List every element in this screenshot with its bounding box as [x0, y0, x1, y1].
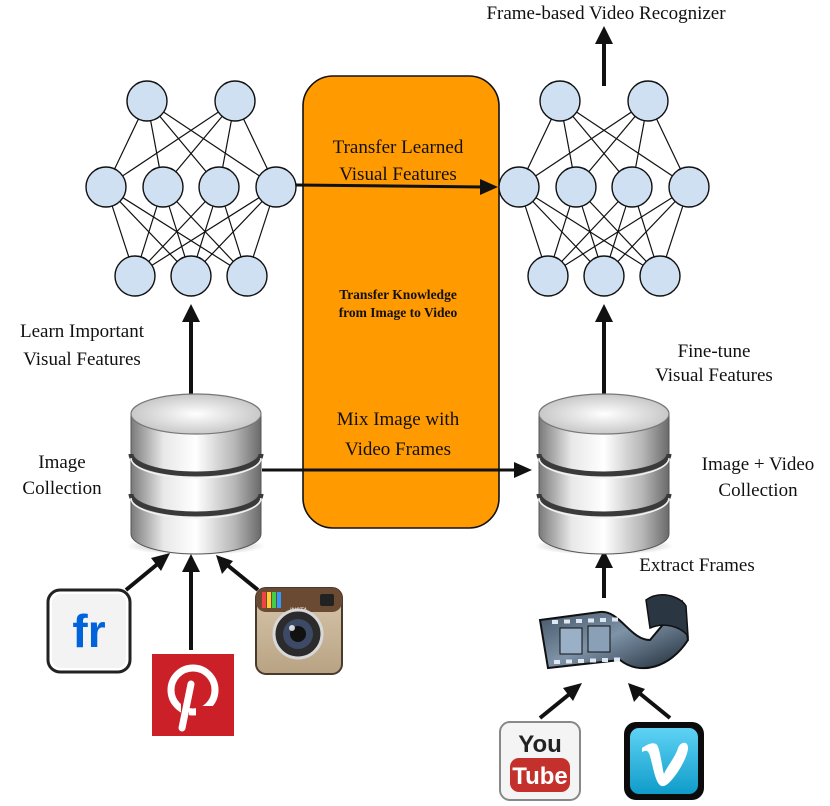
right-neural-network: [498, 80, 710, 297]
extract-frames-arrow: [595, 550, 613, 598]
right-network-node: [555, 166, 597, 208]
right-network-edge: [518, 100, 649, 188]
instagram-logo-icon: INSTA: [255, 587, 343, 675]
image-collection-label-2: Collection: [22, 478, 102, 499]
transfer-features-arrow: [295, 179, 498, 195]
vimeo-logo-icon: [624, 722, 704, 800]
transfer-knowledge-label-2: from Image to Video: [339, 305, 458, 320]
image-collection-db-body: [130, 413, 262, 555]
finetune-features-arrow: [595, 304, 613, 398]
pinterest-logo-icon: [152, 654, 234, 736]
right-network-node: [539, 80, 581, 122]
right-network-edges: [518, 100, 690, 277]
mix-frames-arrow: [262, 462, 532, 478]
film-perforation: [590, 658, 596, 663]
image-collection-db-band: [128, 493, 264, 517]
right-network-edge: [559, 100, 690, 188]
youtube-logo-you: You: [518, 731, 562, 758]
learn-features-arrow: [182, 304, 200, 398]
film-perforation: [614, 657, 620, 662]
image-video-db-band: [536, 493, 672, 517]
mix-label-1: Mix Image with: [337, 409, 460, 430]
flickr-logo-text: fr: [72, 605, 105, 657]
image-collection-db-top: [130, 393, 262, 435]
image-collection-db-band-highlight: [130, 457, 262, 479]
film-perforation: [578, 659, 584, 663]
right-network-node: [583, 255, 625, 297]
left-network-node: [85, 166, 127, 208]
right-network-edge: [547, 186, 690, 277]
left-network-node: [126, 80, 168, 122]
center-transfer-panel: [302, 75, 500, 529]
right-network-node: [668, 166, 710, 208]
film-reel-icon: [538, 594, 690, 670]
left-network-edge: [105, 100, 236, 188]
image-video-label-2: Collection: [718, 480, 798, 501]
learn-label-1: Learn Important: [20, 321, 145, 342]
film-perforation: [576, 619, 582, 623]
film-perforation: [612, 617, 618, 622]
image-video-label-1: Image + Video: [702, 454, 815, 475]
left-network-node: [198, 166, 240, 208]
recognizer-output-arrow: [595, 26, 613, 86]
film-perforation: [602, 658, 608, 662]
finetune-label-2: Visual Features: [655, 365, 773, 386]
left-network-node: [226, 255, 268, 297]
flickr-logo-icon: fr: [46, 588, 132, 674]
left-neural-network: [85, 80, 297, 297]
film-perforation: [552, 620, 558, 624]
vimeo-arrow: [628, 683, 672, 720]
right-network-node: [527, 255, 569, 297]
finetune-label-1: Fine-tune: [678, 341, 751, 362]
left-network-node: [214, 80, 256, 122]
top-title-label: Frame-based Video Recognizer: [486, 3, 726, 24]
left-network-edge: [146, 100, 277, 188]
youtube-arrow: [538, 683, 582, 720]
pinterest-arrow: [182, 554, 200, 650]
flickr-arrow: [124, 553, 170, 592]
image-video-db-band-highlight: [538, 457, 670, 479]
left-network-node: [170, 255, 212, 297]
image-video-db-top: [538, 393, 670, 435]
image-video-db-band: [536, 453, 672, 477]
right-network-node: [611, 166, 653, 208]
film-perforation: [588, 618, 594, 623]
transfer-learned-label-1: Transfer Learned: [333, 137, 464, 158]
transfer-knowledge-label-1: Transfer Knowledge: [339, 287, 457, 302]
learn-label-2: Visual Features: [23, 349, 141, 370]
image-collection-label-1: Image: [38, 452, 85, 473]
mix-label-2: Video Frames: [345, 439, 451, 460]
image-video-db-band-highlight: [538, 497, 670, 519]
image-collection-database: [126, 393, 266, 555]
image-video-collection-database: [534, 393, 674, 555]
film-perforation: [564, 619, 570, 624]
right-network-node: [627, 80, 669, 122]
youtube-logo-tube: Tube: [512, 763, 568, 790]
transfer-learned-label-2: Visual Features: [339, 164, 457, 185]
youtube-logo-icon: You Tube: [499, 721, 581, 801]
film-perforation: [600, 618, 606, 622]
left-network-node: [142, 166, 184, 208]
image-collection-db-band: [128, 453, 264, 477]
left-network-node: [114, 255, 156, 297]
right-network-node: [498, 166, 540, 208]
right-network-node: [639, 255, 681, 297]
instagram-arrow: [216, 555, 260, 592]
film-perforation: [554, 660, 560, 664]
image-video-db-body: [538, 413, 670, 555]
left-network-edge: [134, 186, 277, 277]
film-perforation: [566, 659, 572, 664]
left-network-edges: [105, 100, 277, 277]
left-network-node: [255, 166, 297, 208]
image-collection-db-band-highlight: [130, 497, 262, 519]
extract-frames-label: Extract Frames: [639, 555, 755, 576]
